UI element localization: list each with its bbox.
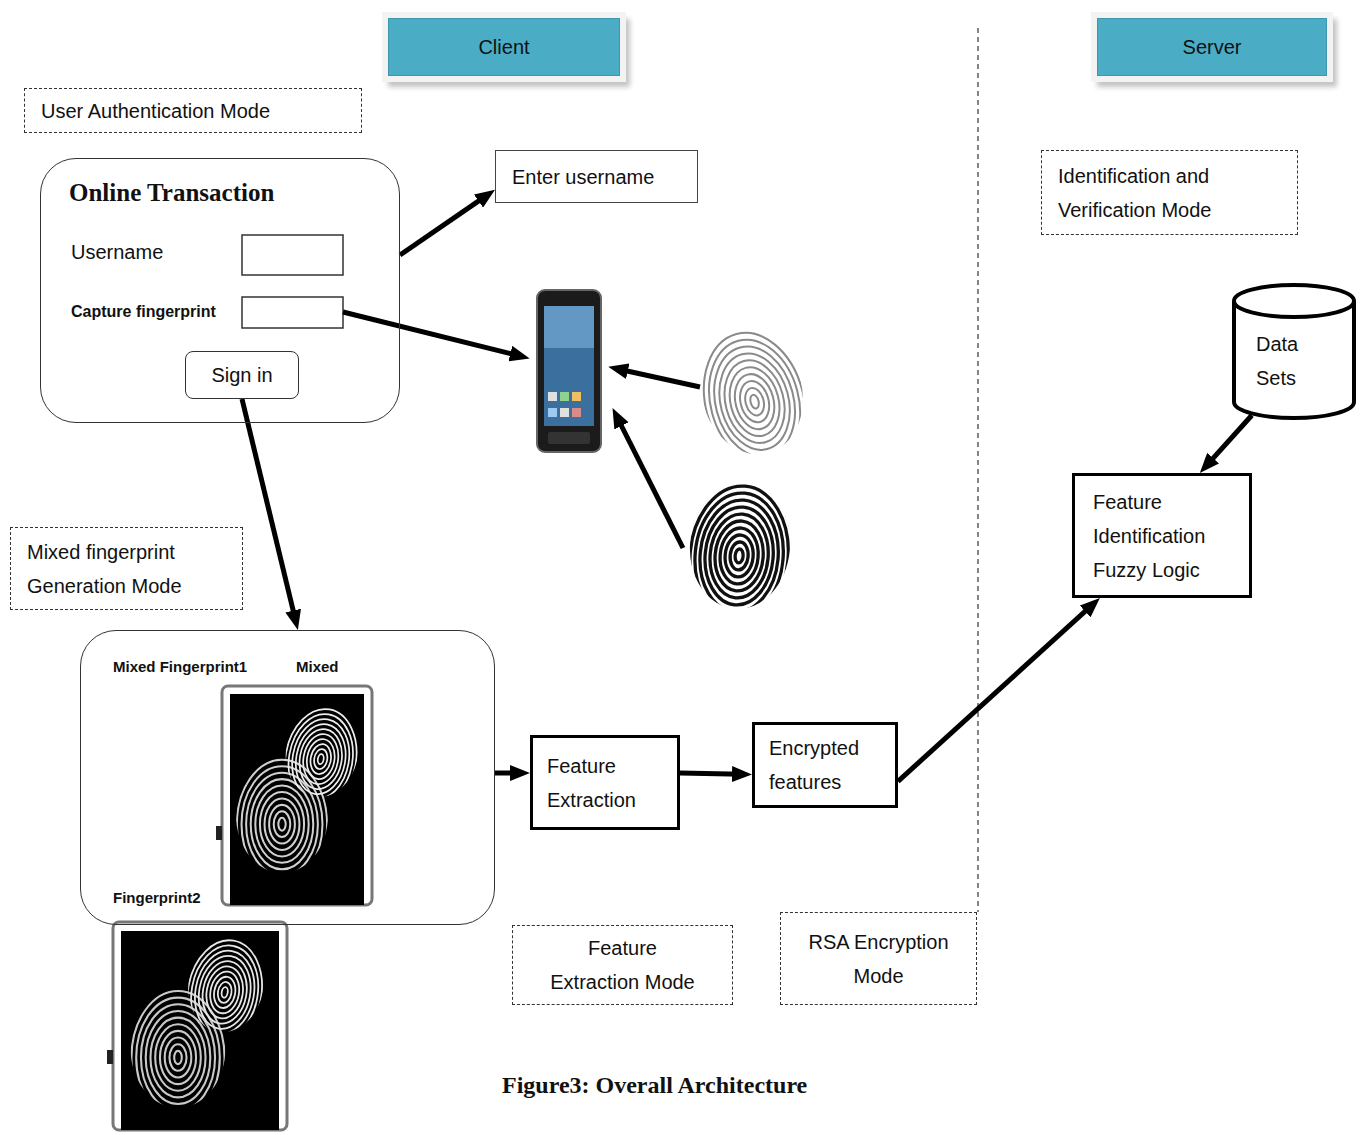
process-box: Feature Identification Fuzzy Logic bbox=[1072, 473, 1252, 598]
process-box: Enter username bbox=[495, 150, 698, 203]
node-label: Enter username bbox=[512, 160, 681, 194]
flow-arrow bbox=[242, 399, 296, 620]
node-label: Mixed fingerprint Generation Mode bbox=[27, 535, 226, 603]
node-label: Feature Extraction bbox=[547, 749, 663, 817]
app-icon bbox=[572, 392, 581, 401]
phone-body bbox=[537, 290, 601, 452]
node-label: Feature Identification Fuzzy Logic bbox=[1093, 485, 1231, 587]
phone-icon bbox=[537, 290, 601, 452]
field-label: Fingerprint2 bbox=[113, 888, 201, 908]
mixed-fingerprint-image bbox=[107, 922, 287, 1135]
node-label: Server bbox=[1110, 34, 1314, 60]
input-field bbox=[242, 235, 343, 275]
input-field bbox=[242, 297, 343, 328]
field-label: Online Transaction bbox=[69, 177, 274, 210]
image-frame bbox=[107, 1050, 113, 1064]
capture-arrow bbox=[617, 417, 683, 548]
sign-in-button: Sign in bbox=[185, 351, 299, 399]
node-label: Data Sets bbox=[1256, 327, 1318, 395]
app-icon bbox=[572, 408, 581, 417]
login-form-panel: Online TransactionUsernameCapture finger… bbox=[40, 158, 400, 423]
tier-header: Client bbox=[388, 18, 620, 76]
app-icon bbox=[548, 392, 557, 401]
fingerprint-image bbox=[230, 747, 336, 902]
tier-divider bbox=[977, 28, 978, 912]
phone-screen bbox=[544, 306, 594, 348]
image-frame bbox=[216, 826, 222, 840]
flow-arrow bbox=[400, 195, 487, 255]
figure-caption: Figure3: Overall Architecture bbox=[502, 1072, 807, 1099]
field-label: Mixed Fingerprint1 bbox=[113, 657, 247, 677]
mixed-fingerprint-panel: Mixed Fingerprint1 MixedFingerprint2 bbox=[80, 630, 495, 925]
database-cylinder: Data Sets bbox=[1232, 283, 1356, 420]
field-label: Capture fingerprint bbox=[71, 302, 216, 323]
phone-buttons bbox=[548, 432, 590, 444]
mixed-fingerprint-image bbox=[216, 686, 373, 905]
capture-arrow bbox=[618, 369, 700, 387]
fingerprint-image bbox=[170, 931, 279, 1062]
fingerprint-image bbox=[268, 694, 364, 826]
mode-label-box: Mixed fingerprint Generation Mode bbox=[10, 527, 243, 610]
mode-label-box: User Authentication Mode bbox=[24, 88, 362, 133]
capture-arrow bbox=[343, 312, 520, 356]
image-frame bbox=[113, 922, 287, 1130]
flow-arrow bbox=[680, 773, 742, 774]
app-icon bbox=[560, 408, 569, 417]
fingerprint-image bbox=[122, 978, 234, 1130]
mode-label-box: RSA Encryption Mode bbox=[780, 912, 977, 1005]
node-label: User Authentication Mode bbox=[41, 94, 345, 128]
app-icon bbox=[560, 392, 569, 401]
node-label: Feature Extraction Mode bbox=[541, 931, 704, 999]
phone-screen bbox=[544, 306, 594, 426]
flow-arrow bbox=[1206, 415, 1251, 465]
node-label: RSA Encryption Mode bbox=[795, 925, 962, 993]
cylinder-outline bbox=[1234, 285, 1354, 418]
flow-arrow bbox=[898, 605, 1092, 782]
flow-arrow bbox=[495, 771, 520, 776]
process-box: Encrypted features bbox=[752, 722, 898, 808]
fingerprint-image bbox=[676, 305, 833, 498]
process-box: Feature Extraction bbox=[530, 735, 680, 830]
node-label: Client bbox=[401, 34, 607, 60]
mode-label-box: Identification and Verification Mode bbox=[1041, 150, 1298, 235]
field-label: Username bbox=[71, 239, 163, 265]
tier-header: Server bbox=[1097, 18, 1327, 76]
mode-label-box: Feature Extraction Mode bbox=[512, 925, 733, 1005]
node-label: Identification and Verification Mode bbox=[1058, 159, 1281, 227]
field-label: Mixed bbox=[296, 657, 339, 677]
fingerprint-image bbox=[673, 467, 805, 645]
node-label: Sign in bbox=[194, 363, 290, 387]
image-frame bbox=[222, 686, 372, 905]
app-icon bbox=[548, 408, 557, 417]
node-label: Encrypted features bbox=[769, 731, 881, 799]
